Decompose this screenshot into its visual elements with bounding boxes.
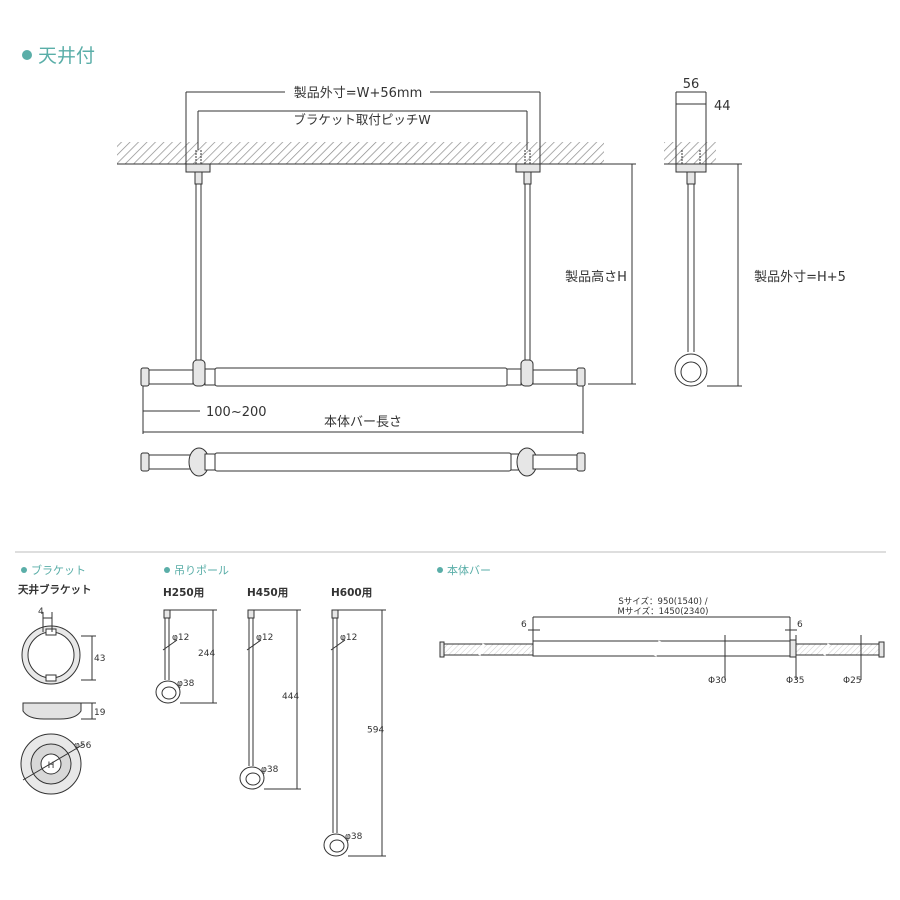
bracket-dim-56: φ56 [74,741,92,751]
bracket-dim-19: 19 [94,708,106,718]
plan-view [140,447,586,477]
bar-dia-30: Φ30 [708,676,727,686]
side-view [664,91,742,387]
bracket-side [22,702,82,720]
bar-size-s: Sサイズ：950(1540) / [618,596,707,607]
bar-section: 本体バー Sサイズ：950(1540) / Mサイズ：1450(2340) [437,563,885,686]
main-bar [214,367,508,387]
pole-dia-ring: φ38 [345,832,363,842]
ceiling-hatch [117,142,604,164]
pole-label: H250用 [163,587,204,599]
pole-dia-ring: φ38 [177,679,195,689]
bar-center-segment [532,640,791,657]
pole-label: H600用 [331,587,372,599]
pole-item-1 [155,609,217,704]
pole-length: 444 [282,692,299,702]
bar-end-left [140,367,150,387]
pole-label: H450用 [247,587,288,599]
pole-item-2 [239,609,301,790]
main-heading: 天井付 [22,45,95,67]
pole-dia-top: φ12 [340,633,357,643]
label-offset: 100~200 [206,405,267,420]
front-view [117,91,636,434]
bracket-subtitle: 天井ブラケット [18,583,92,596]
label-side-height: 製品外寸=H+5 [754,270,846,285]
pole-bullet-icon [164,567,170,573]
label-side-56: 56 [683,77,700,92]
bar-dim-right: 6 [797,620,803,630]
label-side-44: 44 [714,99,731,114]
bar-size-m: Mサイズ：1450(2340) [618,606,709,617]
bar-bullet-icon [437,567,443,573]
pole-length: 244 [198,649,215,659]
bar-end-right [576,367,586,387]
front-view-labels: 製品外寸=W+56mm ブラケット取付ピッチW 製品高さH 100~200 本体… [206,86,627,430]
pole-heading: 吊りポール [174,564,229,577]
pole-section: 吊りポール H250用 φ12 244 φ38 H450用 φ12 444 φ38 H600用 φ… [155,564,386,857]
right-bracket [515,163,541,173]
bar-heading: 本体バー [447,563,491,577]
pole-dia-ring: φ38 [261,765,279,775]
bracket-section: ブラケット 天井ブラケット 4 43 [18,563,106,795]
main-heading-text: 天井付 [38,45,95,67]
label-height: 製品高さH [565,269,627,285]
left-bracket [185,163,211,173]
bar-ring-left [192,359,206,387]
side-view-labels: 56 44 製品外寸=H+5 [683,77,846,285]
side-bracket [675,163,707,173]
svg-text:H: H [48,761,55,771]
pole-length: 594 [367,726,384,736]
side-ring-inner [680,361,702,383]
bracket-heading: ブラケット [31,563,86,577]
label-bracket-pitch: ブラケット取付ピッチW [293,112,430,127]
pole-dia-top: φ12 [256,633,273,643]
bar-ring-right [520,359,534,387]
bracket-dim-43: 43 [94,654,105,664]
label-bar-length: 本体バー長さ [324,415,402,430]
bracket-dim-4: 4 [38,607,44,617]
plan-bar [214,452,512,472]
label-outer-width: 製品外寸=W+56mm [294,86,423,101]
pole-dia-top: φ12 [172,633,189,643]
bullet-icon [22,50,32,60]
bar-dim-left: 6 [521,620,527,630]
bracket-bullet-icon [21,567,27,573]
bar-dia-25: Φ25 [843,676,862,686]
bar-dia-35: Φ35 [786,676,805,686]
pole-item-3 [323,609,386,857]
